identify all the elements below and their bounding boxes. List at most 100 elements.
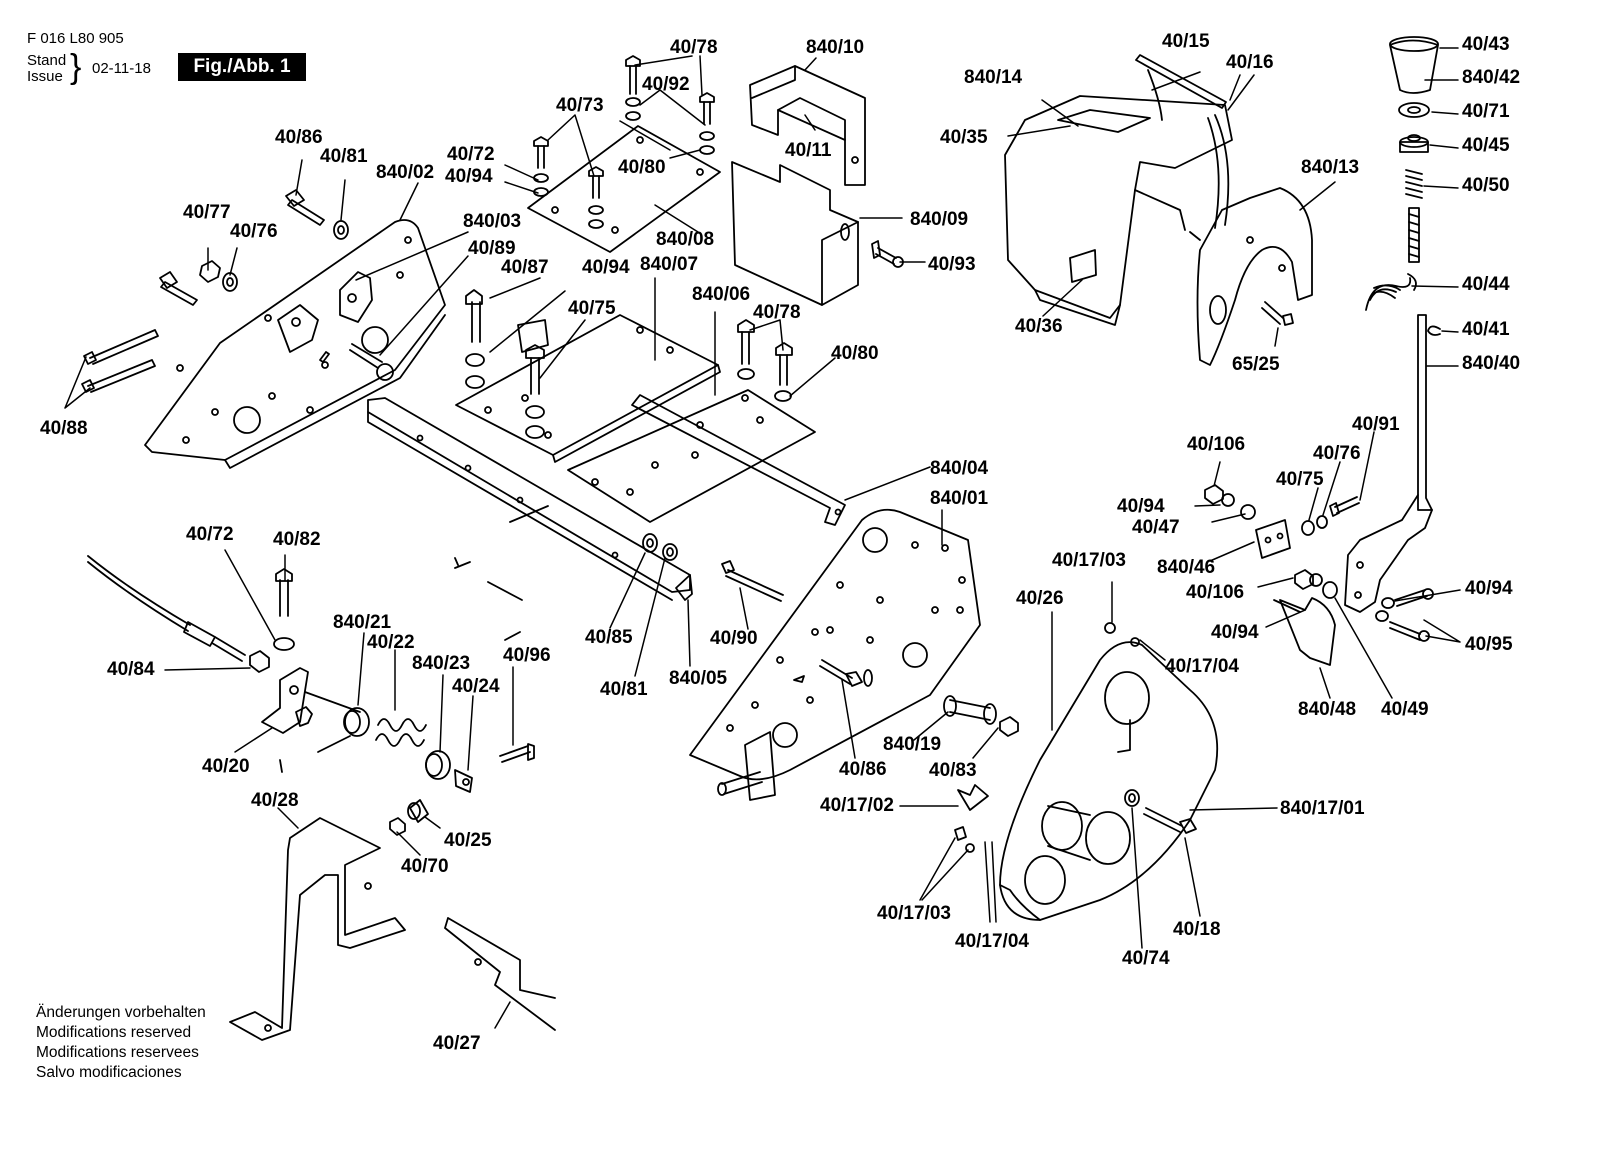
label-40-94-mid: 40/94 [582,257,630,278]
label-40-94-right-b: 40/94 [1465,578,1513,599]
label-40-49: 40/49 [1381,699,1429,720]
label-40-17-04-bottom: 40/17/04 [955,931,1029,952]
label-40-44: 40/44 [1462,274,1510,295]
label-65-25: 65/25 [1232,354,1280,375]
label-40-74: 40/74 [1122,948,1170,969]
label-40-93: 40/93 [928,254,976,275]
mounting-plates [455,125,816,523]
label-40-50: 40/50 [1462,175,1510,196]
label-840-10: 840/10 [806,37,864,58]
label-40-16: 40/16 [1226,52,1274,73]
label-40-36: 40/36 [1015,316,1063,337]
label-40-76-top: 40/76 [230,221,278,242]
label-40-17-02: 40/17/02 [820,795,894,816]
label-840-13: 840/13 [1301,157,1359,178]
label-40-81-bottom: 40/81 [600,679,648,700]
label-40-92: 40/92 [642,74,690,95]
bolts-left-group [81,189,394,393]
label-40-78-top: 40/78 [670,37,718,58]
label-40-27: 40/27 [433,1033,481,1054]
label-40-11: 40/11 [785,140,832,161]
pedal-brackets [229,817,556,1041]
note-en: Modifications reserved [36,1024,192,1041]
stand-label: Stand [27,52,67,69]
label-840-02: 840/02 [376,162,434,183]
label-40-77: 40/77 [183,202,231,223]
label-40-18: 40/18 [1173,919,1221,940]
label-40-78-mid: 40/78 [753,302,801,323]
label-40-26: 40/26 [1016,588,1064,609]
label-40-72-top: 40/72 [447,144,495,165]
label-40-25: 40/25 [444,830,492,851]
shift-lever-assembly [1344,36,1441,642]
label-840-05: 840/05 [669,668,728,689]
linkage-parts [1204,484,1360,666]
leader-lines [64,47,1461,1029]
label-40-70: 40/70 [401,856,449,877]
label-40-94-top: 40/94 [445,166,493,187]
label-40-73: 40/73 [556,95,604,116]
label-840-40: 840/40 [1462,353,1520,374]
label-840-03: 840/03 [463,211,521,232]
label-40-47: 40/47 [1132,517,1180,538]
crossbar-assembly [367,394,846,641]
label-40-17-03-bottom: 40/17/03 [877,903,951,924]
label-40-15: 40/15 [1162,31,1210,52]
label-40-20: 40/20 [202,756,250,777]
cover-brackets [731,65,904,306]
label-40-106-top: 40/106 [1187,434,1245,455]
label-40-41: 40/41 [1462,319,1510,340]
shift-cover [1004,54,1313,366]
label-840-04: 840/04 [930,458,989,479]
label-40-95: 40/95 [1465,634,1513,655]
label-40-82: 40/82 [273,529,321,550]
label-40-75-right: 40/75 [1276,469,1324,490]
label-40-83: 40/83 [929,760,977,781]
label-40-85: 40/85 [585,627,633,648]
label-40-106-mid: 40/106 [1186,582,1244,603]
side-plate-right [642,508,981,801]
label-840-23: 840/23 [412,653,470,674]
label-40-88: 40/88 [40,418,88,439]
plate-fasteners [465,55,793,439]
label-40-43: 40/43 [1462,34,1510,55]
label-840-48: 840/48 [1298,699,1356,720]
label-840-42: 840/42 [1462,67,1520,88]
label-840-06: 840/06 [692,284,750,305]
label-40-86-top: 40/86 [275,127,323,148]
label-40-71: 40/71 [1462,101,1510,122]
label-40-81-top: 40/81 [320,146,368,167]
note-fr: Modifications reservees [36,1044,199,1061]
label-40-86-bottom: 40/86 [839,759,887,780]
figure-label: Fig./Abb. 1 [178,53,306,81]
label-840-01: 840/01 [930,488,989,509]
label-40-17-03-top: 40/17/03 [1052,550,1126,571]
label-40-87: 40/87 [501,257,549,278]
label-40-75-mid: 40/75 [568,298,616,319]
label-40-76-right: 40/76 [1313,443,1361,464]
issue-date: 02-11-18 [92,60,151,77]
document-number: F 016 L80 905 [27,30,124,47]
label-840-21: 840/21 [333,612,392,633]
label-40-90: 40/90 [710,628,758,649]
brace-symbol: } [70,48,82,86]
label-840-17-01: 840/17/01 [1280,798,1365,819]
side-plate-left [144,219,446,469]
label-40-28: 40/28 [251,790,299,811]
belt-cover [943,622,1219,921]
label-840-09: 840/09 [910,209,968,230]
label-40-96: 40/96 [503,645,551,666]
label-40-80-mid: 40/80 [831,343,879,364]
label-40-72-left: 40/72 [186,524,234,545]
label-40-94-right-a: 40/94 [1117,496,1165,517]
label-40-22: 40/22 [367,632,415,653]
label-40-84: 40/84 [107,659,155,680]
cable-clutch-assembly [87,555,535,836]
label-840-08: 840/08 [656,229,714,250]
label-40-35: 40/35 [940,127,988,148]
label-40-24: 40/24 [452,676,500,697]
label-840-46: 840/46 [1157,557,1215,578]
label-840-19: 840/19 [883,734,941,755]
label-40-91: 40/91 [1352,414,1400,435]
